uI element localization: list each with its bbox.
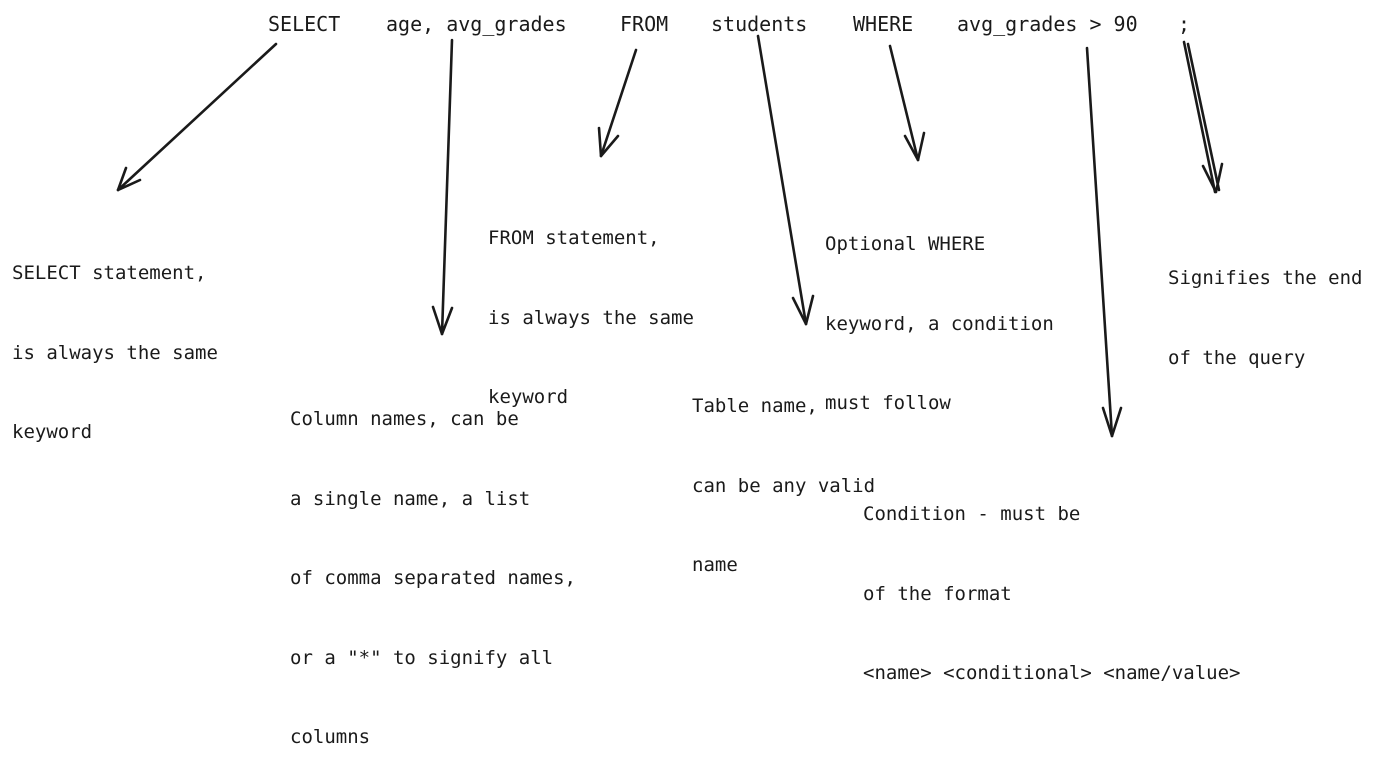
- columns-annotation-line: a single name, a list: [290, 487, 531, 510]
- columns-annotation-line: of comma separated names,: [290, 567, 576, 589]
- terminator-annotation-line: Signifies the end: [1168, 267, 1363, 289]
- select-annotation: SELECT statement, is always the same key…: [12, 207, 218, 472]
- from-arrow: [597, 48, 638, 158]
- columns-annotation-line: or a "*" to signify all: [290, 646, 554, 669]
- where-annotation-line: Optional WHERE: [825, 233, 986, 255]
- from-keyword: FROM: [620, 12, 669, 36]
- table-annotation-line: Table name,: [692, 395, 818, 417]
- table-annotation-line: can be any valid: [692, 474, 876, 497]
- terminator-annotation-line: of the query: [1168, 346, 1306, 369]
- condition-arrow: [1085, 46, 1123, 438]
- from-annotation-line: FROM statement,: [488, 227, 660, 249]
- column-list: age, avg_grades: [386, 12, 567, 36]
- condition-annotation-line: Condition - must be: [863, 503, 1081, 525]
- condition-annotation-line: of the format: [863, 582, 1012, 605]
- select-keyword: SELECT: [268, 12, 341, 36]
- from-annotation-line: keyword: [488, 386, 569, 408]
- columns-annotation-line: columns: [290, 726, 371, 748]
- condition-expression: avg_grades > 90: [957, 12, 1138, 36]
- select-annotation-line: SELECT statement,: [12, 262, 207, 284]
- terminator-arrow: [1182, 40, 1224, 194]
- from-annotation-line: is always the same: [488, 306, 694, 329]
- table-arrow: [756, 34, 815, 326]
- columns-arrow: [431, 38, 454, 336]
- select-arrow: [116, 42, 278, 192]
- where-keyword: WHERE: [853, 12, 914, 36]
- arrow-layer: [116, 34, 1224, 438]
- table-name: students: [711, 12, 808, 36]
- condition-annotation: Condition - must be of the format <name>…: [863, 448, 1241, 713]
- from-annotation: FROM statement, is always the same keywo…: [488, 172, 694, 437]
- select-annotation-line: keyword: [12, 421, 93, 443]
- where-arrow: [888, 44, 926, 162]
- where-annotation: Optional WHERE keyword, a condition must…: [825, 178, 1054, 443]
- condition-annotation-line: <name> <conditional> <name/value>: [863, 662, 1241, 684]
- select-annotation-line: is always the same: [12, 341, 218, 364]
- where-annotation-line: keyword, a condition: [825, 312, 1054, 335]
- table-annotation-line: name: [692, 554, 738, 576]
- query-terminator: ;: [1178, 12, 1191, 36]
- where-annotation-line: must follow: [825, 392, 951, 414]
- terminator-annotation: Signifies the end of the query: [1168, 212, 1362, 398]
- columns-annotation-line: Column names, can be: [290, 408, 519, 430]
